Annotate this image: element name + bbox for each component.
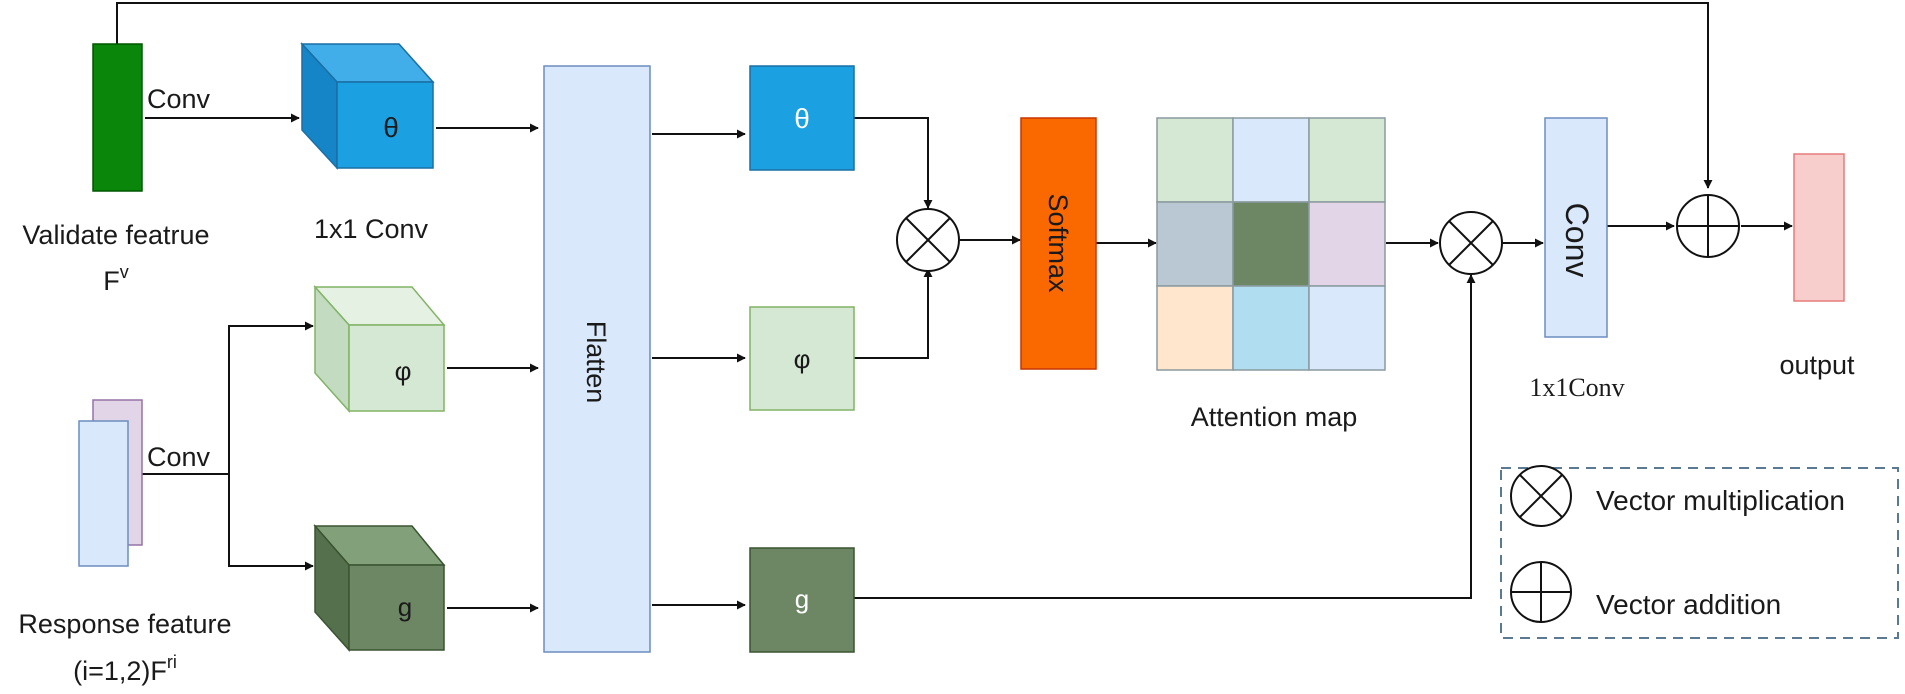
attention-map-cell (1232, 117, 1310, 203)
multiply-legend-icon (1510, 465, 1572, 527)
attention-map-cell (1156, 117, 1234, 203)
output-block (1793, 153, 1845, 302)
response-feature-label: Response feature (18, 609, 231, 639)
softmax-label: Softmax (1043, 193, 1073, 293)
validate-feature-bar (92, 43, 143, 192)
attention-map-label: Attention map (1191, 402, 1358, 432)
legend-box (1500, 467, 1899, 639)
arrow-response-to-phi-cube (228, 321, 314, 474)
multiply-operator-1 (896, 208, 960, 272)
softmax-block (1020, 117, 1097, 370)
attention-map-cell (1232, 285, 1310, 371)
phi-square-label: φ (794, 344, 811, 374)
attention-map-cell (1232, 201, 1310, 287)
conv-label-top: Conv (147, 84, 211, 114)
theta-cube-label: θ (383, 112, 399, 143)
arrow-response-to-g-cube (228, 474, 314, 571)
phi-cube-label: φ (395, 356, 412, 386)
multiply-operator-2 (1439, 211, 1503, 275)
flatten-label: Flatten (581, 321, 611, 404)
validate-feature-label: Validate featrue (22, 220, 209, 250)
response-feature-symbol: (i=1,2)Fri (73, 652, 177, 686)
attention-map-cell (1308, 285, 1386, 371)
conv-1x1-label-right: 1x1Conv (1529, 373, 1624, 402)
arrow-theta-to-multiply (854, 117, 933, 209)
g-square (749, 547, 855, 653)
validate-feature-symbol: Fv (103, 262, 129, 296)
legend-multiplication-label: Vector multiplication (1596, 485, 1845, 516)
theta-cube: θ (300, 42, 435, 170)
flatten-block (543, 65, 651, 653)
legend-addition-label: Vector addition (1596, 589, 1781, 620)
g-cube: g (313, 523, 446, 652)
theta-square-label: θ (794, 103, 810, 134)
conv-block-right-label: Conv (1559, 203, 1595, 278)
addition-operator (1676, 194, 1740, 258)
phi-square (749, 306, 855, 411)
response-feature-front (78, 420, 129, 567)
addition-legend-icon (1510, 561, 1572, 623)
g-cube-label: g (398, 592, 412, 622)
theta-square (749, 65, 855, 171)
output-label: output (1779, 350, 1855, 380)
skip-connection-arrow (116, 2, 1713, 189)
conv-block-right (1544, 117, 1608, 338)
phi-cube: φ (313, 285, 446, 413)
attention-map-grid (1156, 117, 1386, 371)
arrow-g-to-multiply (854, 274, 1476, 599)
attention-map-cell (1156, 285, 1234, 371)
attention-map-cell (1308, 201, 1386, 287)
attention-map-cell (1308, 117, 1386, 203)
conv-1x1-label-left: 1x1 Conv (314, 214, 429, 244)
arrow-phi-to-multiply (854, 268, 933, 359)
connectors (116, 2, 1793, 613)
g-square-label: g (795, 584, 809, 614)
legend: Vector multiplication Vector addition (1500, 465, 1899, 639)
attention-map-cell (1156, 201, 1234, 287)
conv-label-bottom: Conv (147, 442, 211, 472)
